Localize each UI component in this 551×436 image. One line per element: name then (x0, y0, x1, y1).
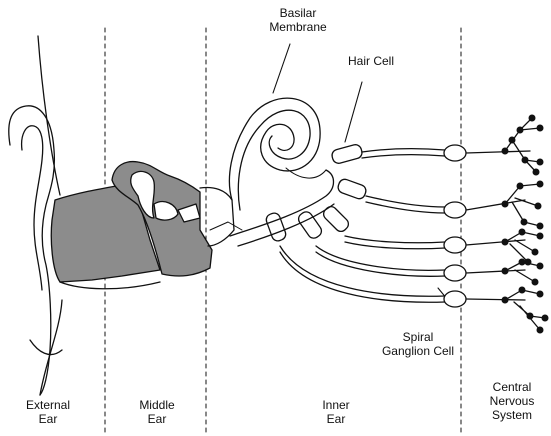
label-spiral-ganglion-cell: Spiral Ganglion Cell (368, 330, 468, 358)
label-external-ear: External Ear (8, 398, 88, 426)
label-central-nervous-system: Central Nervous System (475, 380, 549, 422)
label-pointers (273, 44, 452, 305)
label-hair-cell: Hair Cell (336, 54, 406, 68)
canal-floor (60, 282, 160, 289)
label-basilar-membrane: Basilar Membrane (258, 6, 338, 34)
nerve-fibers (280, 149, 530, 303)
spiral-ganglion-cells (444, 145, 466, 307)
label-middle-ear: Middle Ear (122, 398, 192, 426)
label-inner-ear: Inner Ear (306, 398, 366, 426)
hair-cells (265, 143, 368, 242)
synapse-dots (502, 115, 549, 334)
